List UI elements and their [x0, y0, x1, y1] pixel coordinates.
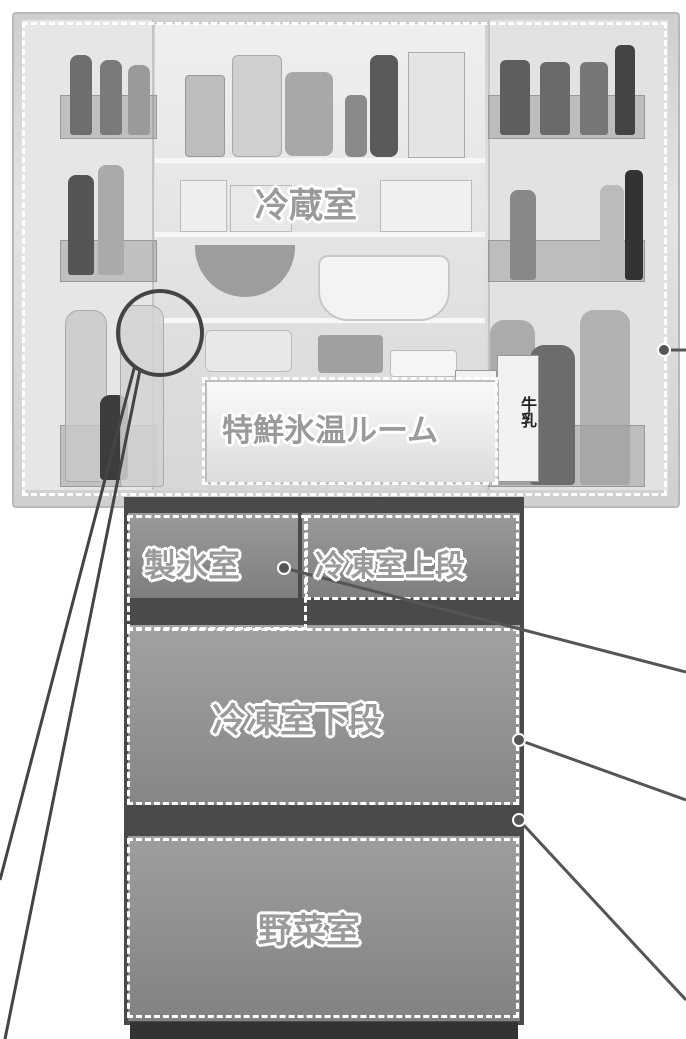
bottle [370, 55, 398, 157]
upper-freezer-label: 冷凍室上段 [315, 549, 465, 584]
lower-freezer-drawer[interactable] [128, 625, 520, 805]
callout-line [518, 738, 686, 802]
bottle [100, 60, 122, 135]
lower-freezer-outline [127, 628, 519, 805]
bottle [540, 62, 570, 135]
bottle [70, 55, 92, 135]
container [232, 55, 282, 157]
vegetable-label: 野菜室 [258, 911, 360, 951]
milk-carton-label: 牛乳 [518, 396, 537, 428]
food-box [390, 350, 457, 377]
zoom-circle [116, 289, 204, 377]
can [185, 75, 225, 157]
lower-freezer-label: 冷凍室下段 [212, 701, 382, 741]
ice-label: 製氷室 [144, 546, 241, 584]
bottle [615, 45, 635, 135]
ice-drawer[interactable] [128, 513, 298, 598]
vegetable-outline [127, 838, 519, 1018]
bottle [580, 310, 630, 485]
callout-line [517, 818, 686, 1002]
vegetable-drawer[interactable] [128, 836, 520, 1021]
food-box [380, 180, 472, 232]
egg-tray [205, 330, 292, 372]
bottle [580, 62, 608, 135]
shelf [155, 318, 485, 323]
carton [408, 52, 465, 158]
callout-line [0, 364, 137, 881]
bottle [500, 60, 530, 135]
bottle [98, 165, 124, 275]
jar [285, 72, 333, 156]
bottle [510, 190, 536, 280]
special-room-drawer[interactable] [205, 380, 499, 484]
upper-freezer-outline [305, 515, 519, 600]
milk-carton: 牛乳 [497, 355, 539, 482]
food-box [318, 335, 383, 373]
bottle [625, 170, 643, 280]
fridge-base [130, 1022, 518, 1039]
fridge-label: 冷蔵室 [255, 186, 357, 226]
bottle [345, 95, 367, 157]
bottle [68, 175, 94, 275]
fridge-outline [22, 22, 667, 496]
shelf [155, 158, 485, 163]
callout-dot [277, 561, 291, 575]
food-box [180, 180, 227, 232]
special-room-outline [202, 377, 498, 485]
pot [318, 255, 450, 321]
special-room-label: 特鮮氷温ルーム [222, 413, 439, 449]
callout-line [3, 369, 142, 1039]
food-box [230, 185, 292, 232]
shelf [155, 232, 485, 237]
bottle [128, 65, 150, 135]
bottle [600, 185, 624, 280]
callout-line [283, 566, 686, 674]
callout-dot [657, 343, 671, 357]
callout-dot [512, 813, 526, 827]
upper-freezer-drawer[interactable] [302, 513, 520, 598]
callout-dot [512, 733, 526, 747]
